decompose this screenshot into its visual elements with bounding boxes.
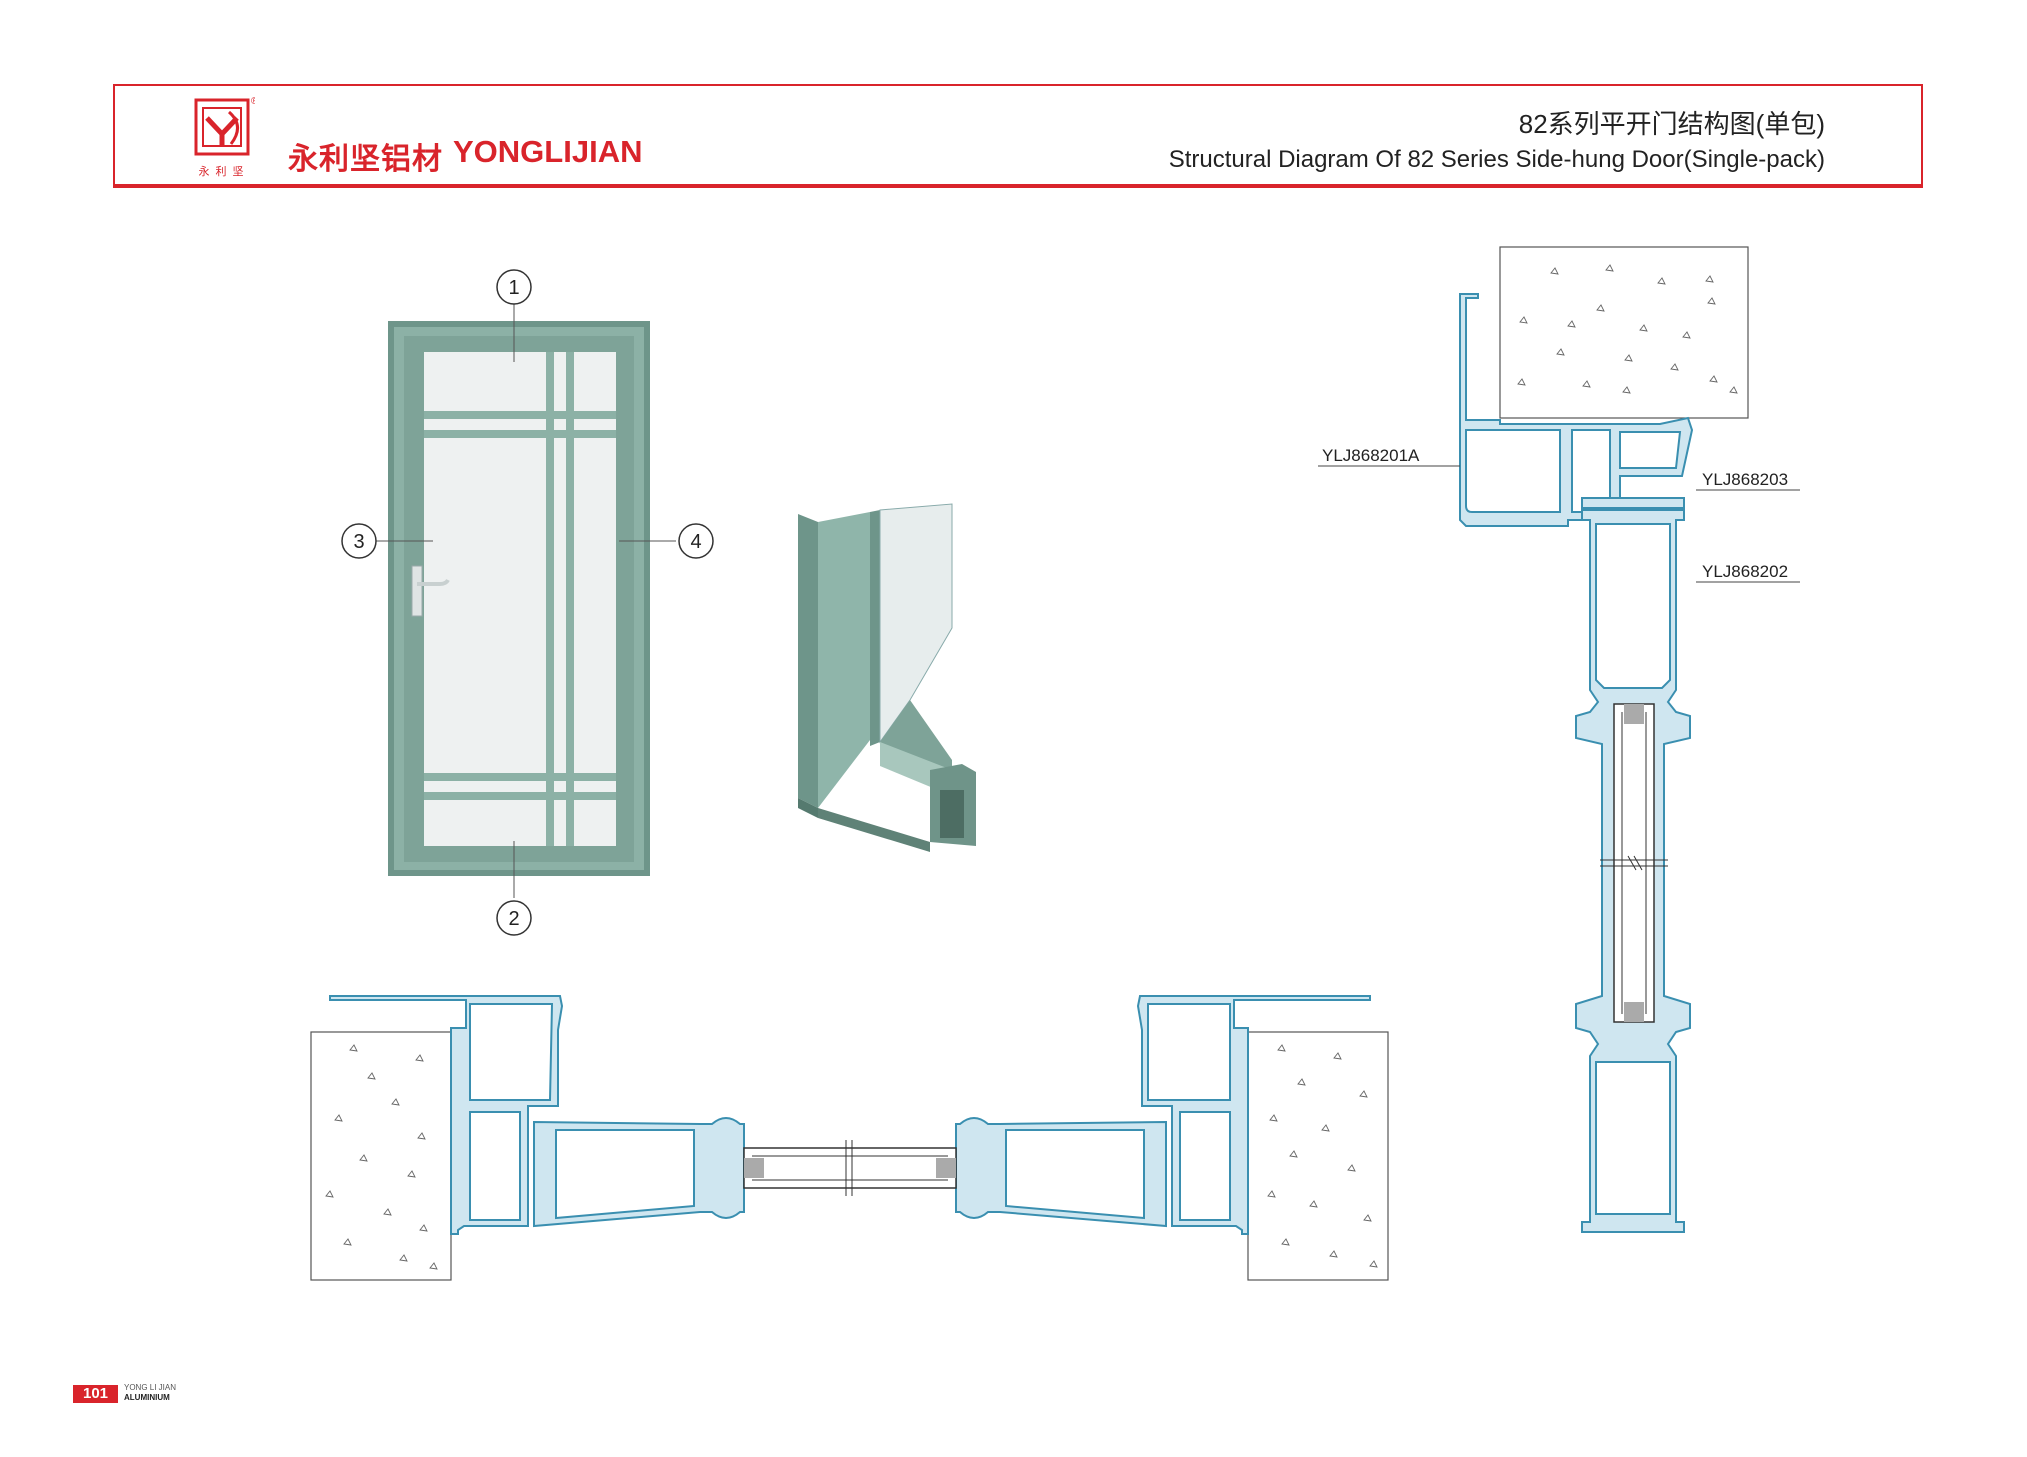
header-frame	[113, 84, 1923, 188]
profile-3d-corner	[798, 503, 976, 852]
profile-ylj868201a	[1459, 293, 1694, 527]
svg-text:2: 2	[508, 908, 519, 930]
brand-name-en: YONGLIJIAN	[453, 134, 643, 169]
diagram-title-cn: 82系列平开门结构图(单包)	[1518, 109, 1825, 139]
label-ylj868202: YLJ868202	[1702, 562, 1788, 581]
diagram-title-en: Structural Diagram Of 82 Series Side-hun…	[1168, 146, 1825, 173]
vertical-section: YLJ868201A YLJ868203 YLJ868202	[1318, 246, 1800, 1233]
glass-unit-vertical	[1600, 703, 1668, 1023]
profile-ylj868203	[1581, 497, 1685, 509]
door-glass	[424, 352, 616, 846]
svg-text:1: 1	[508, 277, 519, 299]
label-ylj868203: YLJ868203	[1702, 470, 1788, 489]
logo-caption: 永利坚	[198, 166, 250, 178]
door-handle-lever	[417, 578, 450, 586]
svg-text:3: 3	[353, 531, 364, 553]
registered-mark: ®	[251, 96, 255, 107]
profile-frame-right	[1136, 995, 1371, 1235]
label-ylj868201a: YLJ868201A	[1322, 446, 1420, 465]
footer-brand-line2: ALUMINIUM	[124, 1393, 170, 1402]
wall-block-left	[310, 1031, 452, 1281]
callout-1: 1	[496, 269, 532, 305]
page-number: 101	[73, 1385, 118, 1403]
brand-logo: ®	[193, 96, 255, 182]
brand-name-cn: 永利坚铝材	[288, 143, 443, 176]
footer-brand-line1: YONG LI JIAN	[124, 1383, 177, 1392]
door-handle-plate	[411, 565, 423, 617]
footer-brand: YONG LI JIAN ALUMINIUM	[124, 1383, 176, 1403]
door-grille	[424, 352, 616, 846]
profile-frame-left	[329, 995, 564, 1235]
callout-3: 3	[341, 523, 377, 559]
horizontal-section	[310, 995, 1389, 1281]
door-elevation: 1 2 3 4	[341, 269, 714, 936]
profile-sash-left	[533, 1117, 745, 1228]
callout-4: 4	[678, 523, 714, 559]
glass-unit-horizontal	[743, 1140, 957, 1196]
wall-block-right	[1247, 1031, 1389, 1281]
callout-2: 2	[496, 900, 532, 936]
wall-block-top	[1499, 246, 1749, 419]
svg-text:4: 4	[690, 531, 701, 553]
profile-sash-right	[955, 1117, 1167, 1228]
